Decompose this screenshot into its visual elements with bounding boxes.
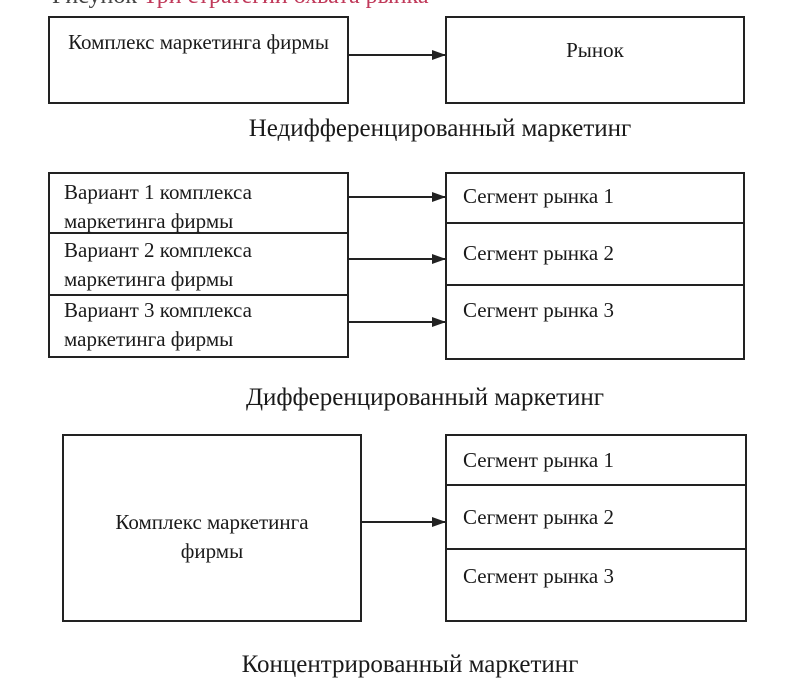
s1-marketing-mix-label: Комплекс маркетинга фирмы <box>68 30 329 54</box>
s1-caption: Недифференцированный маркетинг <box>248 115 632 142</box>
s2-variant-divider-2 <box>50 294 347 296</box>
s1-market-label: Рынок <box>566 38 624 62</box>
s2-variant-3: Вариант 3 комплекса маркетинга фирмы <box>64 298 252 351</box>
figure-header-prefix: Рисунок <box>52 0 137 9</box>
s3-segment-3: Сегмент рынка 3 <box>463 564 614 588</box>
figure-header: Рисунок Три стратегии охвата рынка <box>52 0 429 8</box>
s3-segment-2: Сегмент рынка 2 <box>463 505 614 529</box>
s2-variant-1: Вариант 1 комплекса маркетинга фирмы <box>64 180 252 233</box>
s3-marketing-mix-box: Комплекс маркетинга фирмы <box>62 434 362 622</box>
s2-caption: Дифференцированный маркетинг <box>245 384 605 411</box>
s3-segment-divider-2 <box>447 548 745 550</box>
s3-segment-1: Сегмент рынка 1 <box>463 448 614 472</box>
figure-header-accent: Три стратегии охвата рынка <box>143 0 429 9</box>
s1-marketing-mix-box: Комплекс маркетинга фирмы <box>48 16 349 104</box>
s3-segments-box: Сегмент рынка 1 Сегмент рынка 2 Сегмент … <box>445 434 747 622</box>
s2-segment-2: Сегмент рынка 2 <box>463 241 614 265</box>
s3-segment-divider-1 <box>447 484 745 486</box>
s3-marketing-mix-label: Комплекс маркетинга фирмы <box>115 510 309 563</box>
s2-variants-box: Вариант 1 комплекса маркетинга фирмы Вар… <box>48 172 349 358</box>
s1-market-box: Рынок <box>445 16 745 104</box>
s2-segment-divider-2 <box>447 284 743 286</box>
s2-segment-3: Сегмент рынка 3 <box>463 298 614 322</box>
s2-variant-divider-1 <box>50 232 347 234</box>
s2-segment-divider-1 <box>447 222 743 224</box>
s2-variant-2: Вариант 2 комплекса маркетинга фирмы <box>64 238 252 291</box>
s2-segments-box: Сегмент рынка 1 Сегмент рынка 2 Сегмент … <box>445 172 745 360</box>
s3-caption: Концентрированный маркетинг <box>241 651 579 678</box>
s2-segment-1: Сегмент рынка 1 <box>463 184 614 208</box>
